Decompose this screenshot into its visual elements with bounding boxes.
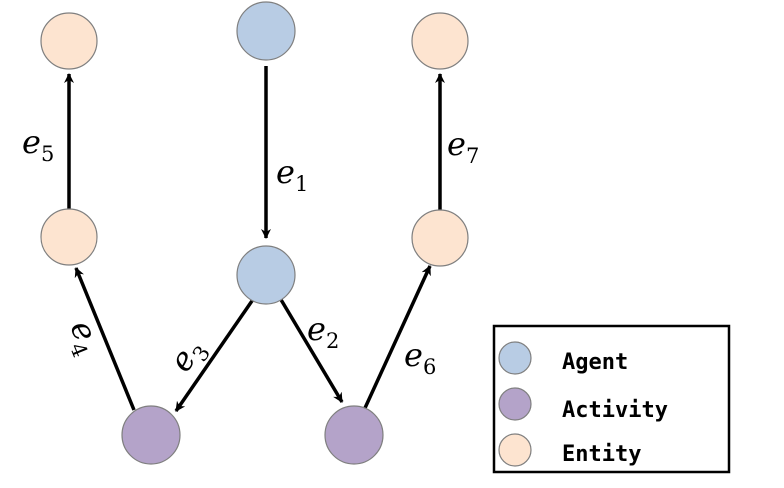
agent-node-middle: [236, 245, 296, 305]
legend-activity-label: Activity: [562, 398, 668, 423]
nodes: [40, 1, 469, 465]
legend-activity-swatch: [498, 387, 532, 421]
legend-agent-label: Agent: [562, 350, 628, 375]
entity-node-mid-right: [411, 209, 469, 267]
edge-e4: [74, 267, 136, 411]
edge-e3: [174, 297, 256, 412]
edge-label-e3: e3: [161, 330, 215, 381]
edges: [64, 66, 445, 412]
edge-label-e5: e5: [22, 123, 54, 166]
edge-label-e7: e7: [447, 125, 479, 168]
legend-entity-label: Entity: [562, 442, 641, 467]
edge-e6: [363, 265, 432, 409]
activity-node-right: [324, 405, 384, 465]
edge-label-e6: e6: [404, 336, 436, 379]
entity-node-mid-left: [40, 208, 98, 266]
legend-box: [492, 324, 731, 474]
legend: Agent Activity Entity: [492, 324, 731, 474]
edge-label-e2: e2: [307, 310, 339, 353]
edge-label-e4: e4: [58, 315, 110, 361]
agent-node-top: [236, 1, 296, 61]
legend-entity-swatch: [498, 433, 532, 467]
edge-e2: [278, 297, 344, 403]
edge-label-e1: e1: [276, 153, 308, 196]
entity-node-top-left: [40, 12, 98, 70]
legend-agent-swatch: [498, 341, 532, 375]
edge-labels: e1 e2 e3 e4 e5 e6 e7: [22, 123, 479, 381]
entity-node-top-right: [411, 12, 469, 70]
activity-node-left: [121, 405, 181, 465]
